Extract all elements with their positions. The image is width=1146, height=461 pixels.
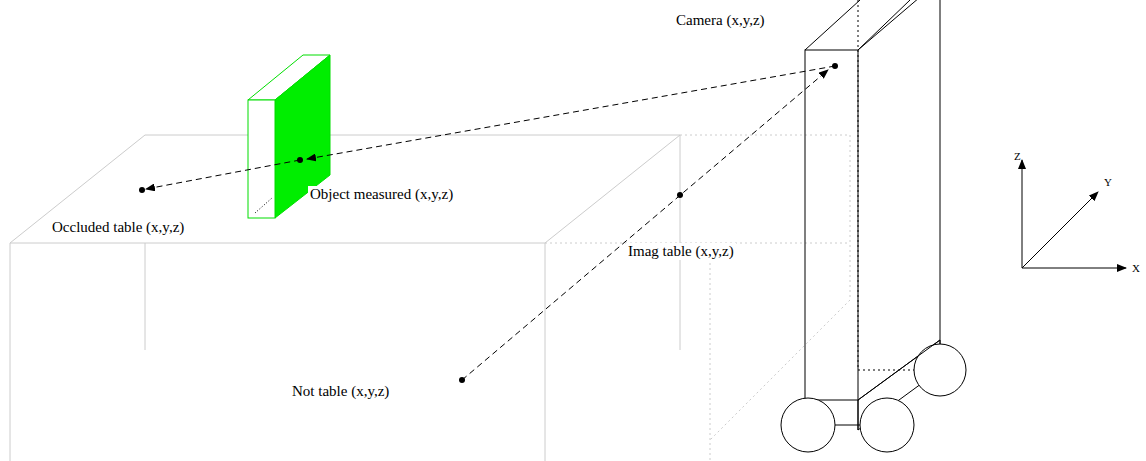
hidden-table-edges: [545, 135, 850, 461]
imag-table-label: Imag table (x,y,z): [626, 243, 736, 260]
axis-label: Z: [1012, 150, 1023, 162]
axes: [1022, 160, 1126, 268]
measure-points: [139, 63, 838, 383]
sight-rays: [146, 66, 835, 380]
axis-label: X: [1130, 262, 1142, 274]
object-label: Object measured (x,y,z): [308, 186, 455, 203]
occluded-label: Occluded table (x,y,z): [50, 219, 186, 236]
axis-label: Y: [1102, 176, 1114, 188]
not-table-label: Not table (x,y,z): [290, 383, 391, 400]
camera-robot: [781, 0, 966, 452]
table-outline: [10, 135, 680, 461]
camera-label: Camera (x,y,z): [674, 12, 767, 29]
